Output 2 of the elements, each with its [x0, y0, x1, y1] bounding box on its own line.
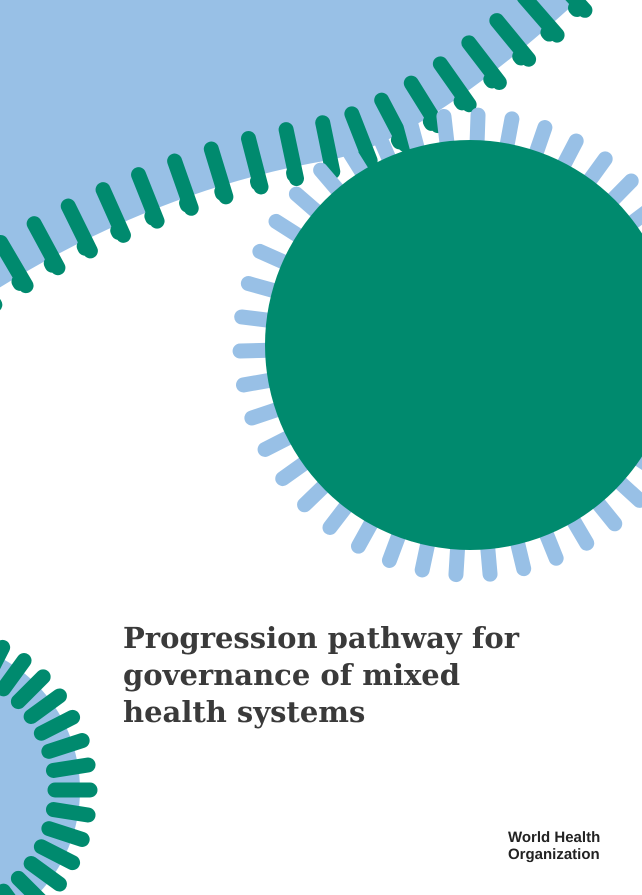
organization-name: World Health Organization [508, 829, 602, 863]
cover-title: Progression pathway for governance of mixed health systems [123, 620, 520, 731]
